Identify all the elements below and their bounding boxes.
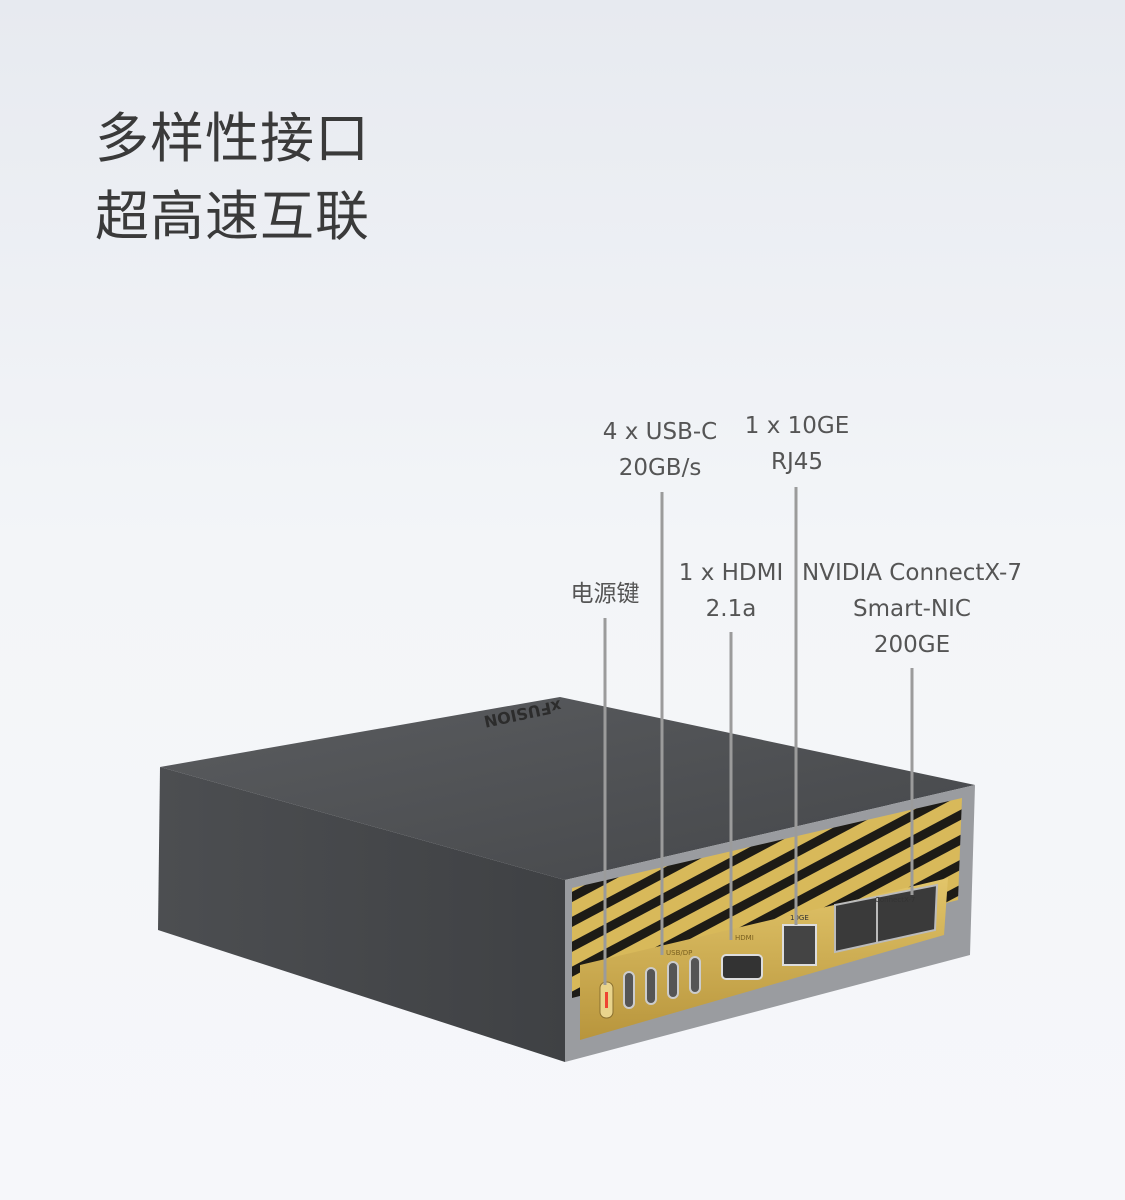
- hdmi-port[interactable]: [721, 954, 763, 980]
- headline-line-2: 超高速互联: [95, 185, 370, 248]
- usb-c-ports[interactable]: [623, 956, 701, 1009]
- rj45-port-label: 10GE: [790, 914, 809, 922]
- device-top: [160, 697, 975, 880]
- device-left-side: [158, 767, 565, 1062]
- usb-port-label: USB/DP: [666, 949, 692, 957]
- hdmi-port-label: HDMI: [735, 934, 754, 942]
- rj45-port[interactable]: [782, 924, 817, 966]
- callout-power: 电源键: [570, 581, 640, 607]
- callout-lines: [603, 487, 914, 985]
- headline-line-1: 多样性接口: [95, 107, 370, 170]
- nic-port-label: ConnectX-7: [875, 896, 915, 904]
- nic-ports[interactable]: [834, 883, 939, 954]
